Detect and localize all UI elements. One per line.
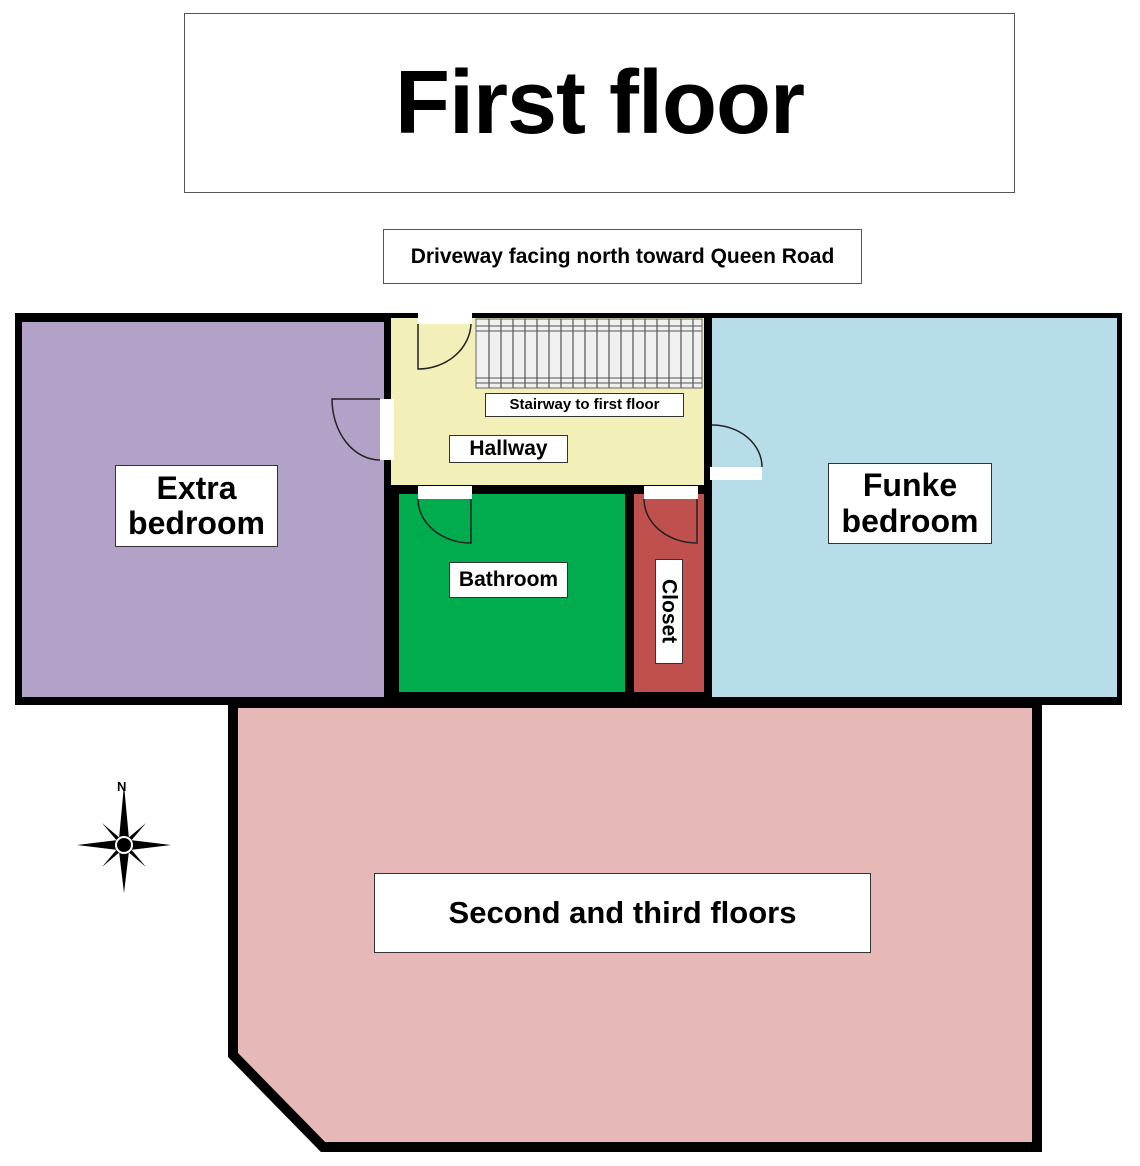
driveway-note-box: Driveway facing north toward Queen Road	[383, 229, 862, 284]
door-closet	[643, 486, 698, 544]
label-funke-bedroom-line1: Funke	[862, 467, 958, 504]
label-funke-bedroom-line2: bedroom	[841, 502, 979, 539]
label-stairway: Stairway to first floor	[485, 393, 684, 417]
label-funke-bedroom: Funke bedroom	[828, 463, 992, 544]
compass-north-label: N	[117, 779, 127, 794]
label-closet: Closet	[655, 559, 683, 664]
label-second-third-floors-text: Second and third floors	[448, 894, 797, 930]
door-bathroom	[417, 486, 472, 544]
door-hallway-north	[417, 311, 472, 370]
label-extra-bedroom: Extra bedroom	[115, 465, 278, 547]
label-stairway-text: Stairway to first floor	[509, 395, 660, 413]
label-second-third-floors: Second and third floors	[374, 873, 871, 953]
label-bathroom-text: Bathroom	[458, 568, 559, 592]
door-extra-bedroom	[331, 398, 394, 461]
floor-title: First floor	[395, 52, 805, 153]
label-extra-bedroom-line1: Extra	[156, 469, 237, 506]
label-hallway-text: Hallway	[469, 437, 548, 461]
door-funke-bedroom	[710, 424, 763, 480]
label-bathroom: Bathroom	[449, 562, 568, 598]
label-closet-text: Closet	[657, 579, 681, 644]
compass-rose-icon	[77, 785, 171, 893]
label-hallway: Hallway	[449, 435, 568, 463]
label-extra-bedroom-line2: bedroom	[128, 505, 265, 541]
floor-title-box: First floor	[184, 13, 1015, 193]
stairway-icon	[475, 318, 703, 389]
driveway-note: Driveway facing north toward Queen Road	[410, 244, 835, 268]
